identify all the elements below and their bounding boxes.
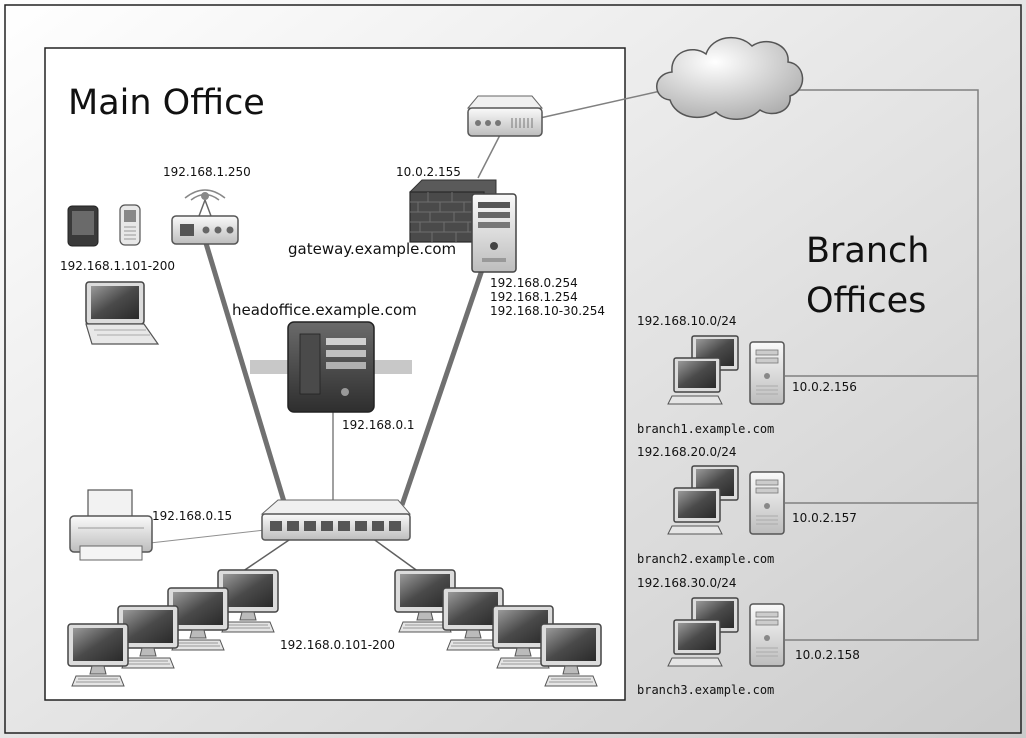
branch2-hostname-label: branch2.example.com: [637, 552, 774, 566]
printer-icon: [69, 489, 153, 561]
modem-ip-label: 10.0.2.155: [396, 165, 461, 179]
clients-range-label: 192.168.0.101-200: [280, 638, 395, 652]
headoffice-ip-label: 192.168.0.1: [342, 418, 415, 432]
gateway-hostname-label: gateway.example.com: [288, 240, 456, 258]
branch-offices-title-line2: Offices: [806, 281, 926, 321]
gateway-ip1-label: 192.168.0.254: [490, 276, 578, 290]
branch3-hostname-label: branch3.example.com: [637, 683, 774, 697]
main-office-title: Main Office: [68, 83, 265, 123]
branch1-hostname-label: branch1.example.com: [637, 422, 774, 436]
gateway-ip2-label: 192.168.1.254: [490, 290, 578, 304]
branch1-subnet-label: 192.168.10.0/24: [637, 314, 736, 328]
branch-offices-title-line1: Branch: [806, 231, 929, 271]
headoffice-hostname-label: headoffice.example.com: [232, 301, 417, 319]
branch2-wan-ip-label: 10.0.2.157: [792, 511, 857, 525]
network-switch-icon: [260, 499, 412, 541]
outer-frame: [4, 4, 1022, 734]
wireless-access-point-icon: [171, 189, 239, 245]
client-computer-icon: [540, 623, 602, 687]
mobile-phone-icon: [119, 204, 141, 246]
printer-ip-label: 192.168.0.15: [152, 509, 232, 523]
pda-icon: [67, 205, 99, 247]
branch3-subnet-label: 192.168.30.0/24: [637, 576, 736, 590]
wireless-clients-range-label: 192.168.1.101-200: [60, 259, 175, 273]
gateway-server-icon: [471, 193, 517, 273]
wifi-ip-label: 192.168.1.250: [163, 165, 251, 179]
laptop-icon: [85, 281, 160, 345]
client-computer-icon: [67, 623, 129, 687]
connection-lines: [149, 89, 979, 641]
branch3-wan-ip-label: 10.0.2.158: [795, 648, 860, 662]
branch2-subnet-label: 192.168.20.0/24: [637, 445, 736, 459]
modem-icon: [466, 95, 544, 137]
branch1-wan-ip-label: 10.0.2.156: [792, 380, 857, 394]
internet-cloud-icon: [656, 36, 804, 120]
headoffice-server-icon: [250, 321, 412, 413]
gateway-ip3-label: 192.168.10-30.254: [490, 304, 605, 318]
